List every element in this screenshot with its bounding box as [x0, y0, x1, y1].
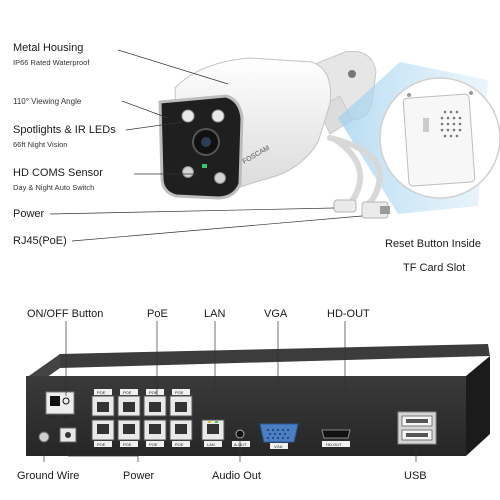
camera-front — [158, 94, 244, 200]
poe-port-3[interactable] — [143, 395, 167, 417]
poe-tag: POE — [175, 442, 184, 447]
usb-ports[interactable] — [397, 411, 437, 445]
poe-tag: POE — [97, 390, 106, 395]
label-day-night: Day & Night Auto Switch — [13, 183, 95, 192]
camera-cables — [327, 135, 384, 207]
ir-led-right — [214, 172, 226, 184]
poe-tag: POE — [97, 442, 106, 447]
label-lan: LAN — [204, 308, 226, 320]
label-hd-out: HD-OUT — [327, 308, 370, 320]
poe-tag: POE — [123, 390, 132, 395]
label-power: Power — [13, 208, 45, 220]
ir-led-left — [182, 166, 194, 178]
poe-port-8[interactable] — [169, 419, 193, 441]
poe-tag: POE — [175, 390, 184, 395]
power-switch[interactable] — [45, 391, 75, 415]
label-metal-housing: Metal Housing — [13, 42, 84, 54]
label-spotlights: Spotlights & IR LEDs — [13, 124, 116, 136]
label-night-vision: 66ft Night Vision — [13, 140, 68, 149]
poe-port-4[interactable] — [169, 395, 193, 417]
label-ground: Ground Wire — [17, 470, 80, 482]
label-nvr-power: Power — [123, 470, 155, 482]
label-poe: PoE — [147, 308, 168, 320]
reset-panel-zoom — [379, 77, 500, 199]
label-viewing-angle: 110° Viewing Angle — [13, 97, 82, 106]
dc-label: DC 48V — [60, 444, 74, 449]
poe-port-6[interactable] — [117, 419, 141, 441]
label-tf-slot: TF Card Slot — [403, 262, 466, 274]
poe-port-7[interactable] — [143, 419, 167, 441]
power-plug — [333, 199, 357, 213]
poe-port-5[interactable] — [91, 419, 115, 441]
hdout-tag: HD-OUT — [326, 442, 342, 447]
label-waterproof: IP66 Rated Waterproof — [13, 58, 90, 67]
poe-port-1[interactable] — [91, 395, 115, 417]
poe-port-2[interactable] — [117, 395, 141, 417]
lan-port[interactable] — [201, 419, 225, 441]
poe-tag: POE — [149, 390, 158, 395]
label-sensor: HD COMS Sensor — [13, 167, 103, 179]
label-usb: USB — [404, 470, 427, 482]
poe-tag: POE — [123, 442, 132, 447]
label-on-off: ON/OFF Button — [27, 308, 104, 320]
label-vga: VGA — [264, 308, 288, 320]
vga-tag: VGA — [274, 444, 283, 449]
label-audio-out: Audio Out — [212, 470, 261, 482]
vga-port[interactable] — [259, 423, 299, 443]
poe-port-group: POE POE POE POE POE POE POE POE — [91, 389, 193, 447]
audio-tag: A-OUT — [234, 442, 247, 447]
audio-out-jack[interactable] — [235, 429, 245, 439]
spotlight-left — [181, 109, 195, 123]
nvr-leader-lines — [43, 321, 417, 462]
hdmi-port[interactable] — [321, 429, 351, 439]
lan-tag: LAN — [207, 442, 215, 447]
label-reset: Reset Button Inside — [385, 238, 482, 250]
camera-leader-lines — [49, 49, 363, 242]
switch-off-label: OFF — [62, 414, 71, 419]
switch-on-label: ON — [48, 414, 54, 419]
poe-tag: POE — [149, 442, 158, 447]
label-rj45: RJ45(PoE) — [13, 235, 67, 247]
ground-screw[interactable] — [38, 431, 50, 443]
spotlight-right — [211, 109, 225, 123]
